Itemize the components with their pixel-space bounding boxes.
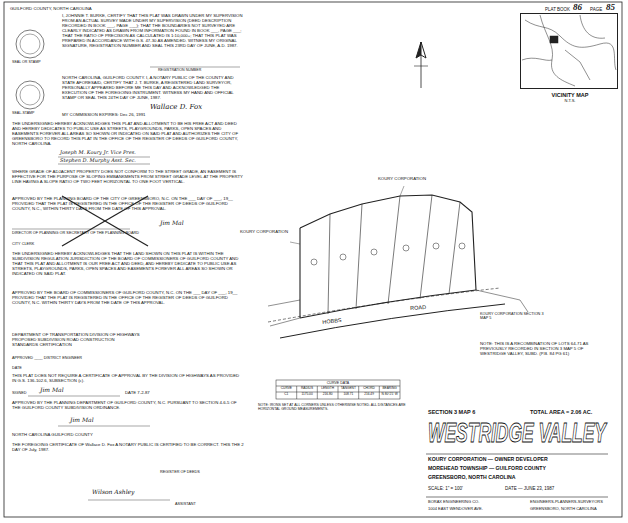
plat-text: ROAD	[410, 303, 440, 311]
plat-text: KOURY CORPORATION SECTION 3 MAP 5	[480, 312, 550, 321]
plat-text: SCALE: 1" = 100'	[428, 486, 508, 491]
table-cell: 108.71	[338, 393, 359, 397]
plat-text: SEAL OR STAMP	[12, 60, 52, 64]
plat-text: Joseph M. Koury Jr. Vice Pres.	[60, 150, 160, 156]
seal	[20, 85, 40, 105]
plat-text: GUILFORD COUNTY, NORTH CAROLINA	[10, 7, 140, 12]
table-cell: C1	[276, 393, 297, 397]
plat-text: 86	[573, 2, 589, 12]
plat-text: Jim Mal	[70, 417, 120, 424]
plat-text: DEPARTMENT OF TRANSPORTATION DIVISION OF…	[12, 333, 142, 348]
plat-text: SEAL-STAMP	[12, 111, 52, 115]
plat-text: MY COMMISSION EXPIRES: Dec 26, 1991	[62, 113, 212, 118]
table-cell: LENGTH	[317, 387, 338, 391]
plat-text: DIRECTOR OF PLANNING OR SECRETARY OF THE…	[12, 231, 212, 235]
seal	[16, 81, 44, 109]
vicinity-sketch	[522, 15, 616, 86]
plat-text: HOBBS	[322, 316, 352, 325]
plat-text: 85	[606, 2, 620, 12]
table-cell: TANGENT	[338, 387, 359, 391]
plat-text: ASSISTANT	[175, 502, 225, 506]
plat-text: KOURY CORPORATION	[378, 177, 448, 182]
plat-text: DATE 7-2-87	[125, 391, 185, 396]
plat-text: THIS PLAT DOES NOT REQUIRE A CERTIFICATE…	[12, 374, 244, 384]
plat-text: DATE	[12, 366, 52, 370]
plat-text: WHERE GRADE OF ADJACENT PROPERTY DOES NO…	[12, 170, 244, 185]
plat-text: PAGE	[590, 7, 608, 12]
plat-text: Jim Mal	[160, 220, 210, 227]
plat-text: Stephen D. Murphy Asst. Sec.	[60, 158, 160, 164]
plat-text: NOTE: THIS IS A RECOMBINATION OF LOTS 64…	[480, 342, 608, 357]
plat-text: REGISTRATION NUMBER	[158, 68, 238, 72]
table-cell: RADIUS	[297, 387, 318, 391]
plat-text: THE FOREGOING CERTIFICATE OF Wallace D. …	[12, 443, 244, 453]
map-scale: N.T.S.	[521, 99, 619, 104]
vicinity-map: VICINITY MAPN.T.S.	[520, 13, 618, 89]
plat-text: APPROVED BY THE PLANNING DEPARTMENT OF G…	[12, 401, 244, 411]
table-cell: CURVE DATA	[276, 381, 400, 385]
north-arrow	[414, 42, 428, 88]
plat-text: PLAT BOOK	[545, 7, 575, 12]
plat-text: Jim Mal	[40, 387, 90, 394]
seal	[16, 30, 44, 58]
lot-boundary	[268, 186, 528, 326]
plat-text: SECTION 3 MAP 6	[428, 409, 508, 415]
plat-text: I, JOHNNIE T. BURKE, CERTIFY THAT THIS P…	[62, 14, 244, 49]
table-cell: 1175.00	[297, 393, 318, 397]
plat-text: KOURY CORPORATION — OWNER DEVELOPER	[428, 457, 608, 463]
road	[268, 288, 505, 338]
plat-text: Wallace D. Fox	[150, 103, 230, 111]
plat-text: MOREHEAD TOWNSHIP — GUILFORD COUNTY	[428, 466, 608, 472]
plat-text: REGISTER OF DEEDS	[160, 470, 230, 474]
plat-text: THE UNDERSIGNED HEREBY ACKNOWLEDGES THAT…	[12, 252, 244, 277]
plat-text: SIGNED	[12, 391, 42, 395]
seal	[20, 34, 40, 54]
curve-table	[276, 380, 400, 399]
table-cell: 216.49	[359, 393, 380, 397]
plat-text: CITY CLERK	[12, 242, 72, 246]
plat-text: NOTE: IRONS SET AT ALL CORNERS UNLESS OT…	[258, 403, 408, 411]
plat-text: Wilson Ashley	[92, 489, 172, 496]
plat-text: THE UNDERSIGNED HEREBY ACKNOWLEDGES THIS…	[12, 122, 244, 147]
plat-text: NORTH CAROLINA GUILFORD COUNTY	[12, 433, 132, 438]
map-heading: VICINITY MAP	[521, 92, 619, 98]
plat-text: APPROVED ____ DISTRICT ENGINEER	[12, 356, 162, 360]
plat-text: BORAX ENGINEERING CO.	[428, 500, 518, 505]
table-cell: CHORD	[359, 387, 380, 391]
plat-text: GREENSBORO, NORTH CAROLINA	[530, 507, 620, 512]
plat-text: GREENSBORO, NORTH CAROLINA	[428, 475, 608, 481]
plat-text: DATE — JUNE 23, 1987	[505, 486, 605, 491]
table-cell: N 80°25' W	[379, 393, 400, 397]
page-frame	[4, 2, 622, 517]
plat-text: APPROVED BY THE BOARD OF COMMISSIONERS O…	[12, 291, 244, 306]
plat-text: NORTH CAROLINA, GUILFORD COUNTY. I, A NO…	[62, 76, 244, 101]
plat-text: KOURY CORPORATION	[240, 230, 288, 235]
table-cell: CURVE	[276, 387, 297, 391]
table-cell: BEARING	[379, 387, 400, 391]
plat-text: APPROVED BY THE PLANNING BOARD OF THE CI…	[12, 197, 244, 212]
table-cell: 216.80	[317, 393, 338, 397]
plat-text: ENGINEERS-PLANNERS-SURVEYORS	[530, 500, 620, 505]
plat-text: TOTAL AREA = 2.06 AC.	[530, 409, 610, 415]
plat-text: 1004 EAST WENDOVER AVE.	[428, 507, 518, 512]
title: WESTRIDGE VALLEY	[428, 418, 606, 449]
